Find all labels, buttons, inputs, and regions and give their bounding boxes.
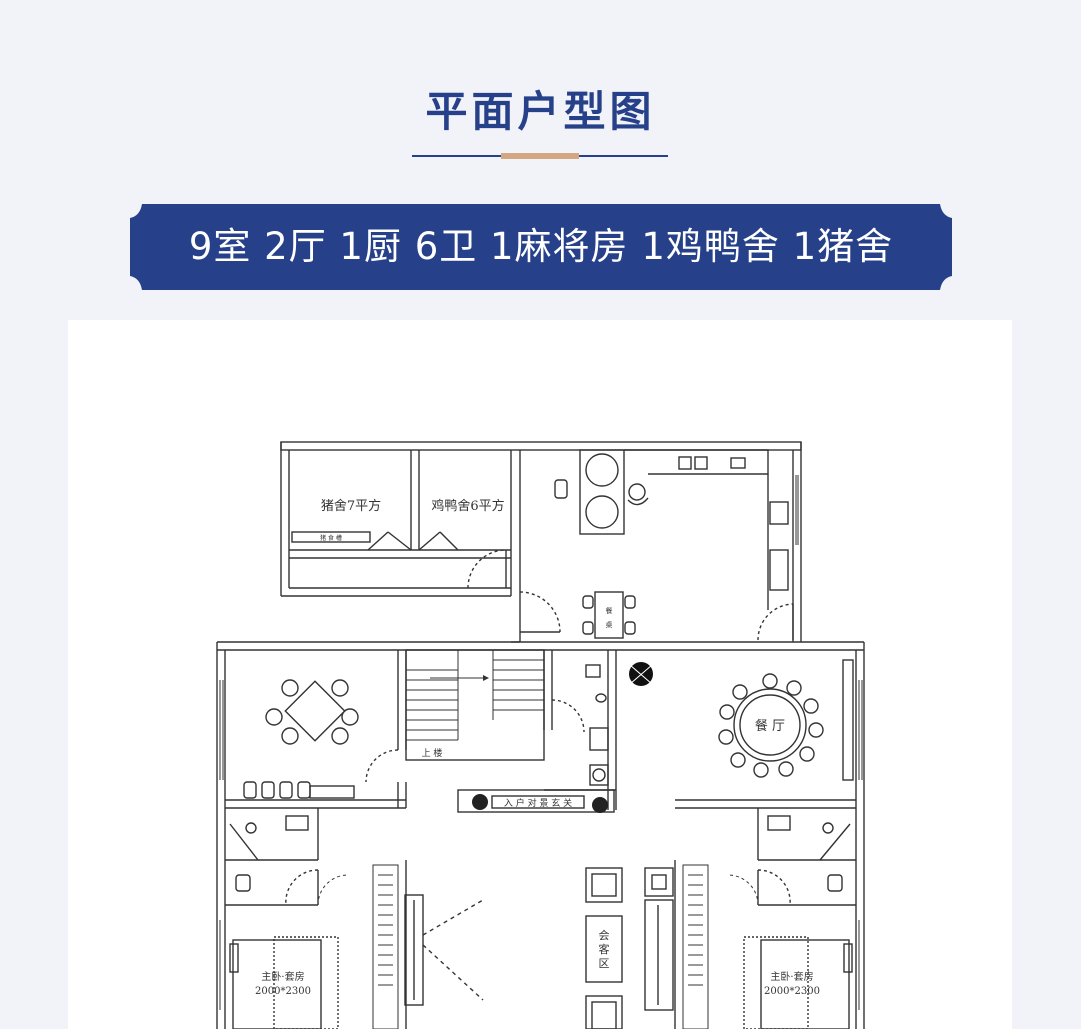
dining-round-table xyxy=(718,659,854,781)
staircase xyxy=(406,650,544,741)
wardrobes xyxy=(317,864,759,1029)
living-furniture xyxy=(404,867,674,1029)
living-area-label-1: 会 xyxy=(599,929,610,942)
poultry-pen-label: 鸡鸭舍6平方 xyxy=(431,498,504,514)
left-bath-fixtures xyxy=(229,815,319,906)
pig-pen-label: 猪舍7平方 xyxy=(321,498,381,514)
right-master-label-1: 主卧·套房 xyxy=(770,970,813,983)
left-master-label-1: 主卧·套房 xyxy=(261,970,304,983)
kitchen-table-label-2: 桌 xyxy=(606,620,613,629)
kitchen-table-label-1: 餐 xyxy=(606,606,613,615)
kitchen-table xyxy=(582,591,636,639)
room-summary-banner: 9室 2厅 1厨 6卫 1麻将房 1鸡鸭舍 1猪舍 xyxy=(130,204,952,290)
dining-hall-label: 餐 厅 xyxy=(755,718,785,734)
right-master-label-2: 2000*2300 xyxy=(764,986,820,997)
right-bath-fixtures xyxy=(757,815,851,906)
floor-plan: 猪 食 槽 猪舍7平方 鸡鸭舍6平方 xyxy=(216,441,865,1029)
floor-plan-card: 猪 食 槽 猪舍7平方 鸡鸭舍6平方 xyxy=(68,320,1012,1029)
windows xyxy=(219,475,863,1010)
stairs-up-label: 上 楼 xyxy=(422,747,443,759)
entry-screen-label: 入 户 对 景 玄 关 xyxy=(504,797,572,809)
pig-trough xyxy=(291,531,371,543)
living-area-label-3: 区 xyxy=(599,957,610,970)
page-title: 平面户型图 xyxy=(425,87,656,136)
right-master-bed xyxy=(743,936,853,1029)
pig-trough-label: 猪 食 槽 xyxy=(320,534,342,542)
left-master-label-2: 2000*2300 xyxy=(255,986,311,997)
kitchen-fixtures xyxy=(519,449,794,641)
small-bath-fixtures xyxy=(551,664,609,786)
mahjong-table xyxy=(243,679,399,799)
title-underline-accent xyxy=(501,153,579,159)
entry-screen xyxy=(457,789,615,813)
room-summary-text: 9室 2厅 1厨 6卫 1麻将房 1鸡鸭舍 1猪舍 xyxy=(188,225,894,268)
living-area-label-2: 客 xyxy=(599,942,610,956)
banner-shape xyxy=(130,204,952,290)
left-master-bed xyxy=(229,936,339,1029)
pen-gates xyxy=(367,531,507,589)
